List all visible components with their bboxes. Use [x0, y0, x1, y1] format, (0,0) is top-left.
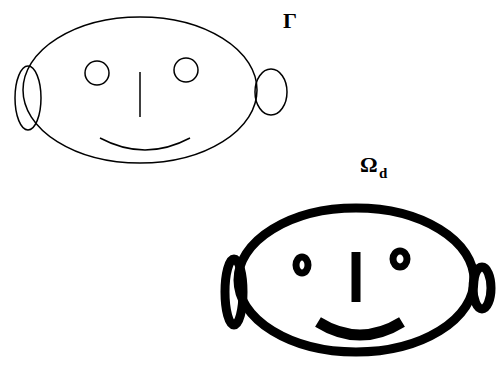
head-outline	[238, 208, 474, 352]
thin-face	[15, 17, 287, 163]
mouth	[100, 138, 190, 150]
thick-face	[225, 208, 491, 352]
mouth	[318, 322, 402, 335]
right-eye	[393, 251, 407, 267]
head-outline	[23, 17, 257, 163]
left-eye	[85, 61, 109, 85]
domain-symbol: Γ	[283, 10, 297, 32]
right-eye	[174, 58, 198, 82]
domain-symbol: Ω	[360, 154, 378, 176]
right-ear	[255, 69, 287, 115]
right-ear	[473, 267, 491, 309]
left-ear	[15, 66, 41, 130]
left-eye	[296, 257, 308, 273]
subscript: d	[379, 166, 387, 181]
left-ear	[225, 259, 243, 325]
nose	[139, 72, 141, 117]
nose	[352, 252, 361, 302]
